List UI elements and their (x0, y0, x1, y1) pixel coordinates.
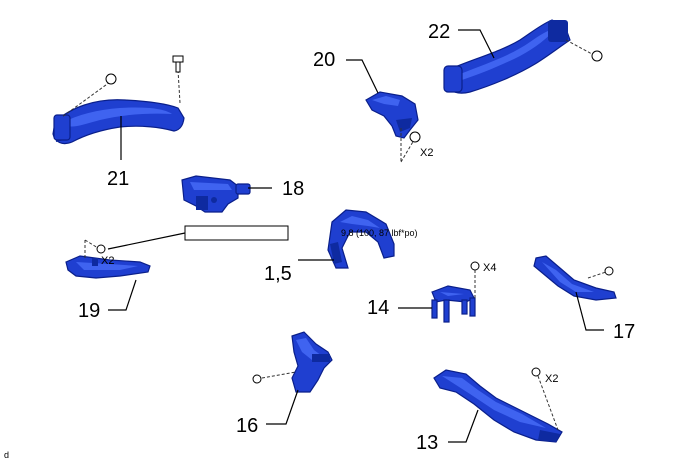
part-13-fasteners (531, 367, 559, 431)
part-16-fasteners (252, 371, 297, 384)
label-15: 1,5 (264, 263, 292, 285)
qty-20: X2 (420, 147, 433, 159)
torque-spec: 9,8 (100, 87 lbf*po) (341, 228, 418, 238)
part-19-bracket (65, 255, 151, 279)
label-21: 21 (107, 168, 129, 190)
part-22-fasteners (565, 39, 603, 62)
part-20-bracket (365, 91, 419, 139)
leader-17 (575, 291, 604, 331)
part-15-duct (327, 209, 395, 269)
part-21-duct (52, 99, 185, 145)
qty-14: X4 (483, 262, 496, 274)
leader-13 (448, 409, 479, 443)
part-13-duct (433, 369, 563, 443)
leader-22 (458, 29, 495, 59)
part-14-fasteners (470, 261, 480, 298)
torque-box (184, 225, 289, 241)
part-21-fasteners (61, 55, 184, 118)
label-14: 14 (367, 297, 389, 319)
part-20-fasteners (400, 128, 421, 163)
leader-20 (346, 59, 379, 94)
label-22: 22 (428, 21, 450, 43)
label-16: 16 (236, 415, 258, 437)
corner-mark: d (4, 450, 9, 460)
part-17-duct (533, 255, 617, 301)
label-20: 20 (313, 49, 335, 71)
label-17: 17 (613, 321, 635, 343)
qty-19: X2 (101, 255, 114, 267)
part-19-fasteners (84, 239, 106, 258)
label-13: 13 (416, 432, 438, 454)
part-18-actuator (181, 175, 251, 213)
part-22-duct (443, 19, 571, 94)
part-16-duct (291, 331, 333, 393)
leader-19 (108, 279, 137, 311)
leader-torque (107, 232, 186, 250)
part-14-bracket (431, 285, 476, 323)
part-17-fasteners (587, 266, 614, 279)
label-18: 18 (282, 178, 304, 200)
leader-16 (266, 389, 299, 425)
qty-13: X2 (545, 373, 558, 385)
label-19: 19 (78, 300, 100, 322)
